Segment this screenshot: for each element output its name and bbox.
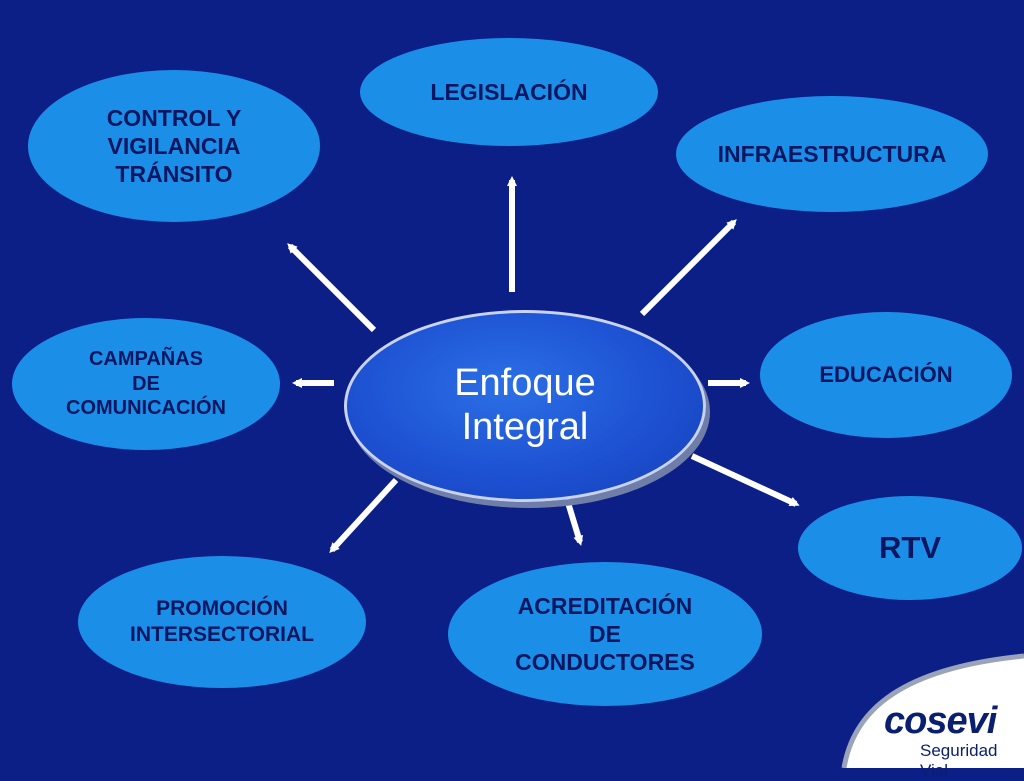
arrow-to-infraestructura — [639, 219, 737, 317]
arrow-to-control — [287, 243, 377, 333]
arrow-to-rtv — [690, 453, 800, 507]
node-legislacion: LEGISLACIÓN — [360, 38, 658, 146]
node-infraestructura-label: INFRAESTRUCTURA — [717, 140, 947, 167]
node-infraestructura: INFRAESTRUCTURA — [676, 96, 988, 212]
center-label: Enfoque Integral — [454, 362, 596, 448]
node-rtv: RTV — [798, 496, 1022, 600]
node-educacion-label: EDUCACIÓN — [819, 361, 953, 387]
node-promocion-label: PROMOCIÓN INTERSECTORIAL — [130, 597, 314, 646]
node-legislacion-label: LEGISLACIÓN — [430, 78, 588, 105]
node-promocion: PROMOCIÓN INTERSECTORIAL — [78, 556, 366, 688]
node-campanas-label: CAMPAÑAS DE COMUNICACIÓN — [66, 348, 226, 420]
node-acreditacion-label: ACREDITACIÓN DE CONDUCTORES — [515, 592, 695, 676]
node-control-label: CONTROL Y VIGILANCIA TRÁNSITO — [106, 104, 242, 188]
node-control-vigilancia: CONTROL Y VIGILANCIA TRÁNSITO — [28, 70, 320, 222]
node-acreditacion: ACREDITACIÓN DE CONDUCTORES — [448, 562, 762, 706]
node-educacion: EDUCACIÓN — [760, 312, 1012, 438]
arrow-to-promocion — [329, 477, 399, 553]
node-campanas: CAMPAÑAS DE COMUNICACIÓN — [12, 318, 280, 450]
cosevi-logo-shape — [841, 653, 1024, 768]
node-rtv-label: RTV — [879, 530, 941, 566]
cosevi-tagline: Seguridad Vial — [920, 741, 998, 780]
arrow-to-acreditacion — [563, 495, 584, 546]
center-node-enfoque-integral: Enfoque Integral — [344, 310, 706, 502]
cosevi-brand: cosevi — [884, 700, 997, 742]
